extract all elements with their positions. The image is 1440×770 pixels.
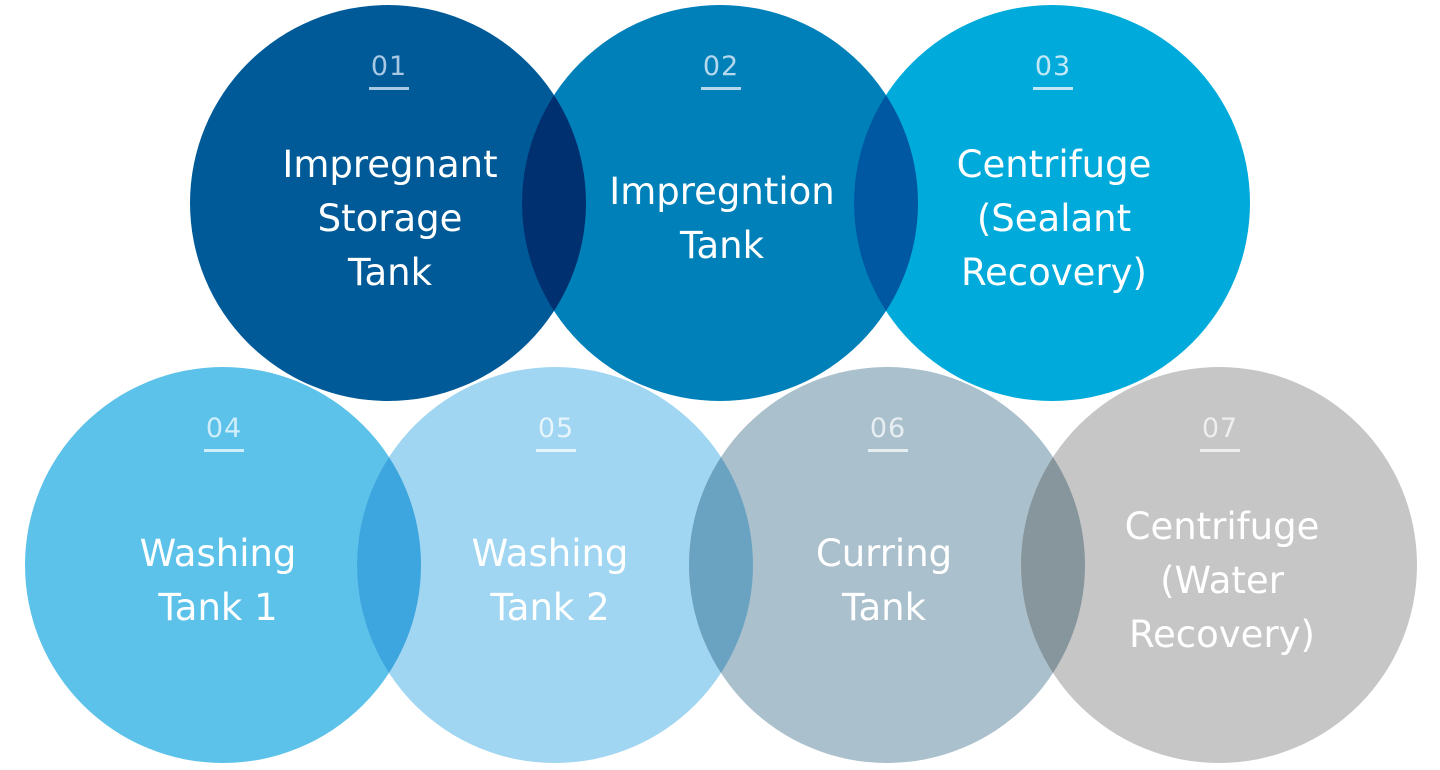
step-circle-06 (689, 367, 1085, 763)
step-label-line: Tank 1 (157, 586, 277, 629)
step-number-underline (204, 449, 244, 452)
step-number: 06 (870, 413, 906, 444)
circles-layer (25, 5, 1417, 763)
step-circle-07 (1021, 367, 1417, 763)
step-label-line: Centrifuge (1125, 505, 1320, 548)
step-label-line: Tank (679, 224, 765, 267)
step-number-underline (1200, 449, 1240, 452)
step-label-line: Centrifuge (957, 143, 1152, 186)
step-label-line: Recovery) (1129, 613, 1315, 656)
step-label-line: Washing (140, 532, 297, 575)
step-number: 01 (371, 51, 407, 82)
step-number-underline (868, 449, 908, 452)
step-number-underline (701, 87, 741, 90)
step-number: 07 (1202, 413, 1238, 444)
step-number: 03 (1035, 51, 1071, 82)
step-circle-05 (357, 367, 753, 763)
step-label-line: Tank (841, 586, 927, 629)
step-label-line: Recovery) (961, 251, 1147, 294)
step-number-underline (1033, 87, 1073, 90)
step-circle-02 (522, 5, 918, 401)
step-number-underline (536, 449, 576, 452)
step-label-line: (Water (1160, 559, 1285, 602)
step-number: 02 (703, 51, 739, 82)
step-label-line: Tank (347, 251, 433, 294)
step-label-line: Impregnant (282, 143, 497, 186)
step-number: 04 (206, 413, 242, 444)
labels-layer: 01ImpregnantStorageTank02ImpregntionTank… (140, 51, 1320, 656)
step-label-line: Storage (318, 197, 463, 240)
step-label-line: Washing (472, 532, 629, 575)
step-circle-03 (854, 5, 1250, 401)
step-number: 05 (538, 413, 574, 444)
step-label-line: Tank 2 (489, 586, 609, 629)
step-label-line: Impregntion (609, 170, 834, 213)
step-label-line: Curring (816, 532, 952, 575)
step-number-underline (369, 87, 409, 90)
step-circle-01 (190, 5, 586, 401)
step-circle-04 (25, 367, 421, 763)
step-label-line: (Sealant (977, 197, 1131, 240)
